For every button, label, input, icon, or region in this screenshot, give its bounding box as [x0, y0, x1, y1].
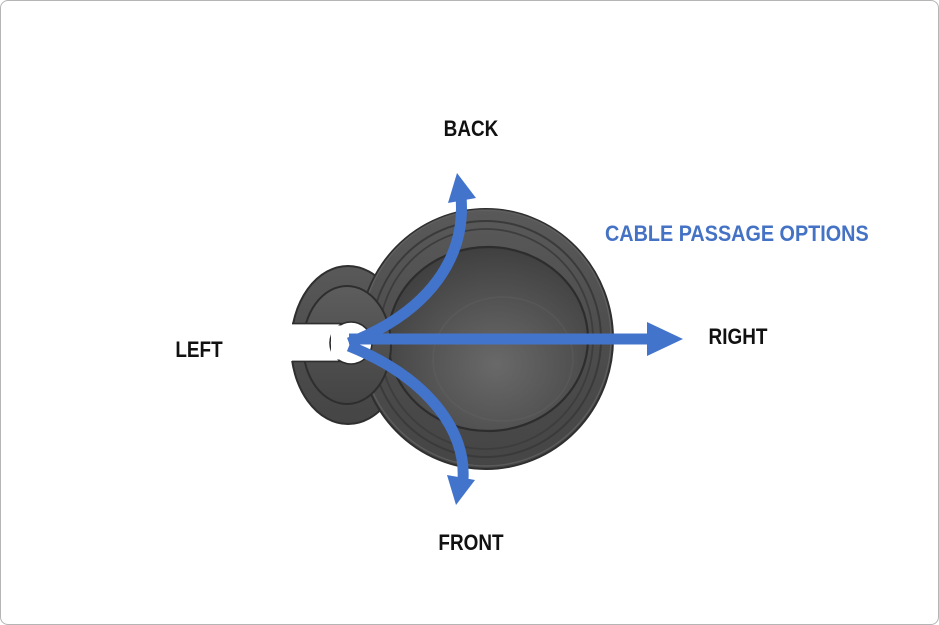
label-left: LEFT — [175, 337, 223, 362]
label-back: BACK — [443, 116, 499, 141]
arrow-front-head — [447, 475, 475, 505]
arrow-back-head — [448, 173, 476, 203]
arrow-right-head — [647, 322, 683, 356]
arrow-front — [346, 340, 469, 480]
label-front: FRONT — [438, 530, 504, 555]
label-right: RIGHT — [708, 324, 768, 349]
arrow-back — [346, 196, 467, 349]
bowl-reflection-ring — [432, 296, 574, 422]
diagram-title: CABLE PASSAGE OPTIONS — [605, 221, 869, 246]
